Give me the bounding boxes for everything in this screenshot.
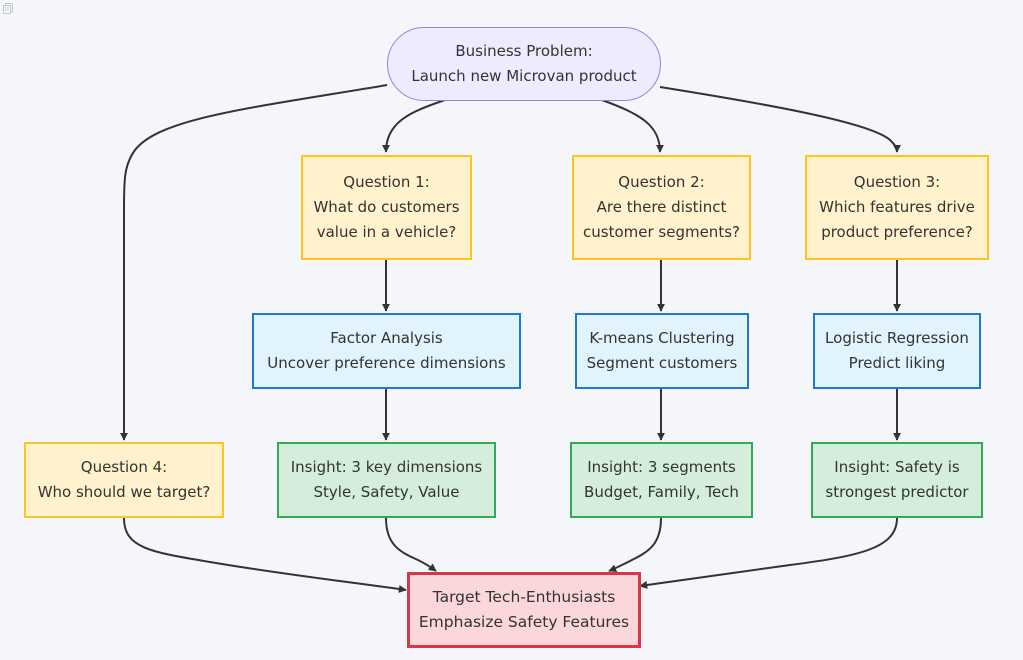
node-business-problem: Business Problem: Launch new Microvan pr… — [387, 27, 661, 101]
node-kmeans-clustering-line-2: Segment customers — [586, 354, 738, 372]
node-insight-safety-line-2: strongest predictor — [825, 483, 969, 501]
node-insight-dimensions: Insight: 3 key dimensions Style, Safety,… — [277, 442, 496, 518]
node-insight-segments: Insight: 3 segments Budget, Family, Tech — [570, 442, 753, 518]
node-insight-segments-line-1: Insight: 3 segments — [587, 458, 736, 476]
node-question-3: Question 3: Which features drive product… — [805, 155, 989, 260]
node-target-recommendation-line-1: Target Tech-Enthusiasts — [432, 588, 616, 606]
node-question-3-line-3: product preference? — [821, 223, 973, 241]
node-insight-safety-line-1: Insight: Safety is — [834, 458, 960, 476]
edge-start-q4 — [120, 84, 388, 441]
node-factor-analysis-line-2: Uncover preference dimensions — [267, 354, 506, 372]
node-kmeans-clustering: K-means Clustering Segment customers — [575, 313, 749, 389]
node-insight-dimensions-line-1: Insight: 3 key dimensions — [290, 458, 483, 476]
node-question-2-line-2: Are there distinct — [596, 198, 727, 216]
node-target-recommendation: Target Tech-Enthusiasts Emphasize Safety… — [407, 572, 641, 648]
edge-start-q2 — [601, 99, 664, 153]
edge-i2-target — [608, 517, 662, 573]
node-business-problem-line-2: Launch new Microvan product — [411, 67, 637, 85]
edge-i3-target — [639, 517, 898, 589]
node-insight-dimensions-line-2: Style, Safety, Value — [313, 483, 460, 501]
node-question-2-line-1: Question 2: — [618, 173, 705, 191]
node-question-3-line-2: Which features drive — [819, 198, 975, 216]
node-factor-analysis: Factor Analysis Uncover preference dimen… — [252, 313, 521, 389]
node-question-4-line-1: Question 4: — [80, 458, 168, 476]
node-question-1-line-2: What do customers — [313, 198, 460, 216]
node-question-1-line-1: Question 1: — [343, 173, 430, 191]
edge-q4-target — [123, 517, 407, 593]
node-question-4: Question 4: Who should we target? — [24, 442, 224, 518]
node-question-2-line-3: customer segments? — [583, 223, 740, 241]
node-question-3-line-1: Question 3: — [853, 173, 941, 191]
node-logistic-regression: Logistic Regression Predict liking — [813, 313, 981, 389]
copy-icon[interactable] — [3, 3, 13, 14]
node-question-2: Question 2: Are there distinct customer … — [572, 155, 751, 260]
node-business-problem-line-1: Business Problem: — [455, 42, 593, 60]
node-insight-safety: Insight: Safety is strongest predictor — [811, 442, 983, 518]
edge-i1-target — [385, 517, 437, 572]
node-insight-segments-line-2: Budget, Family, Tech — [584, 483, 739, 501]
node-question-4-line-2: Who should we target? — [37, 483, 211, 501]
edge-start-q1 — [382, 99, 446, 153]
node-logistic-regression-line-2: Predict liking — [848, 354, 946, 372]
node-kmeans-clustering-line-1: K-means Clustering — [589, 329, 735, 347]
node-question-1-line-3: value in a vehicle? — [316, 223, 457, 241]
edge-start-q3 — [659, 86, 901, 153]
node-target-recommendation-line-2: Emphasize Safety Features — [418, 613, 630, 631]
node-factor-analysis-line-1: Factor Analysis — [330, 329, 443, 347]
node-logistic-regression-line-1: Logistic Regression — [825, 329, 969, 347]
node-question-1: Question 1: What do customers value in a… — [301, 155, 472, 260]
